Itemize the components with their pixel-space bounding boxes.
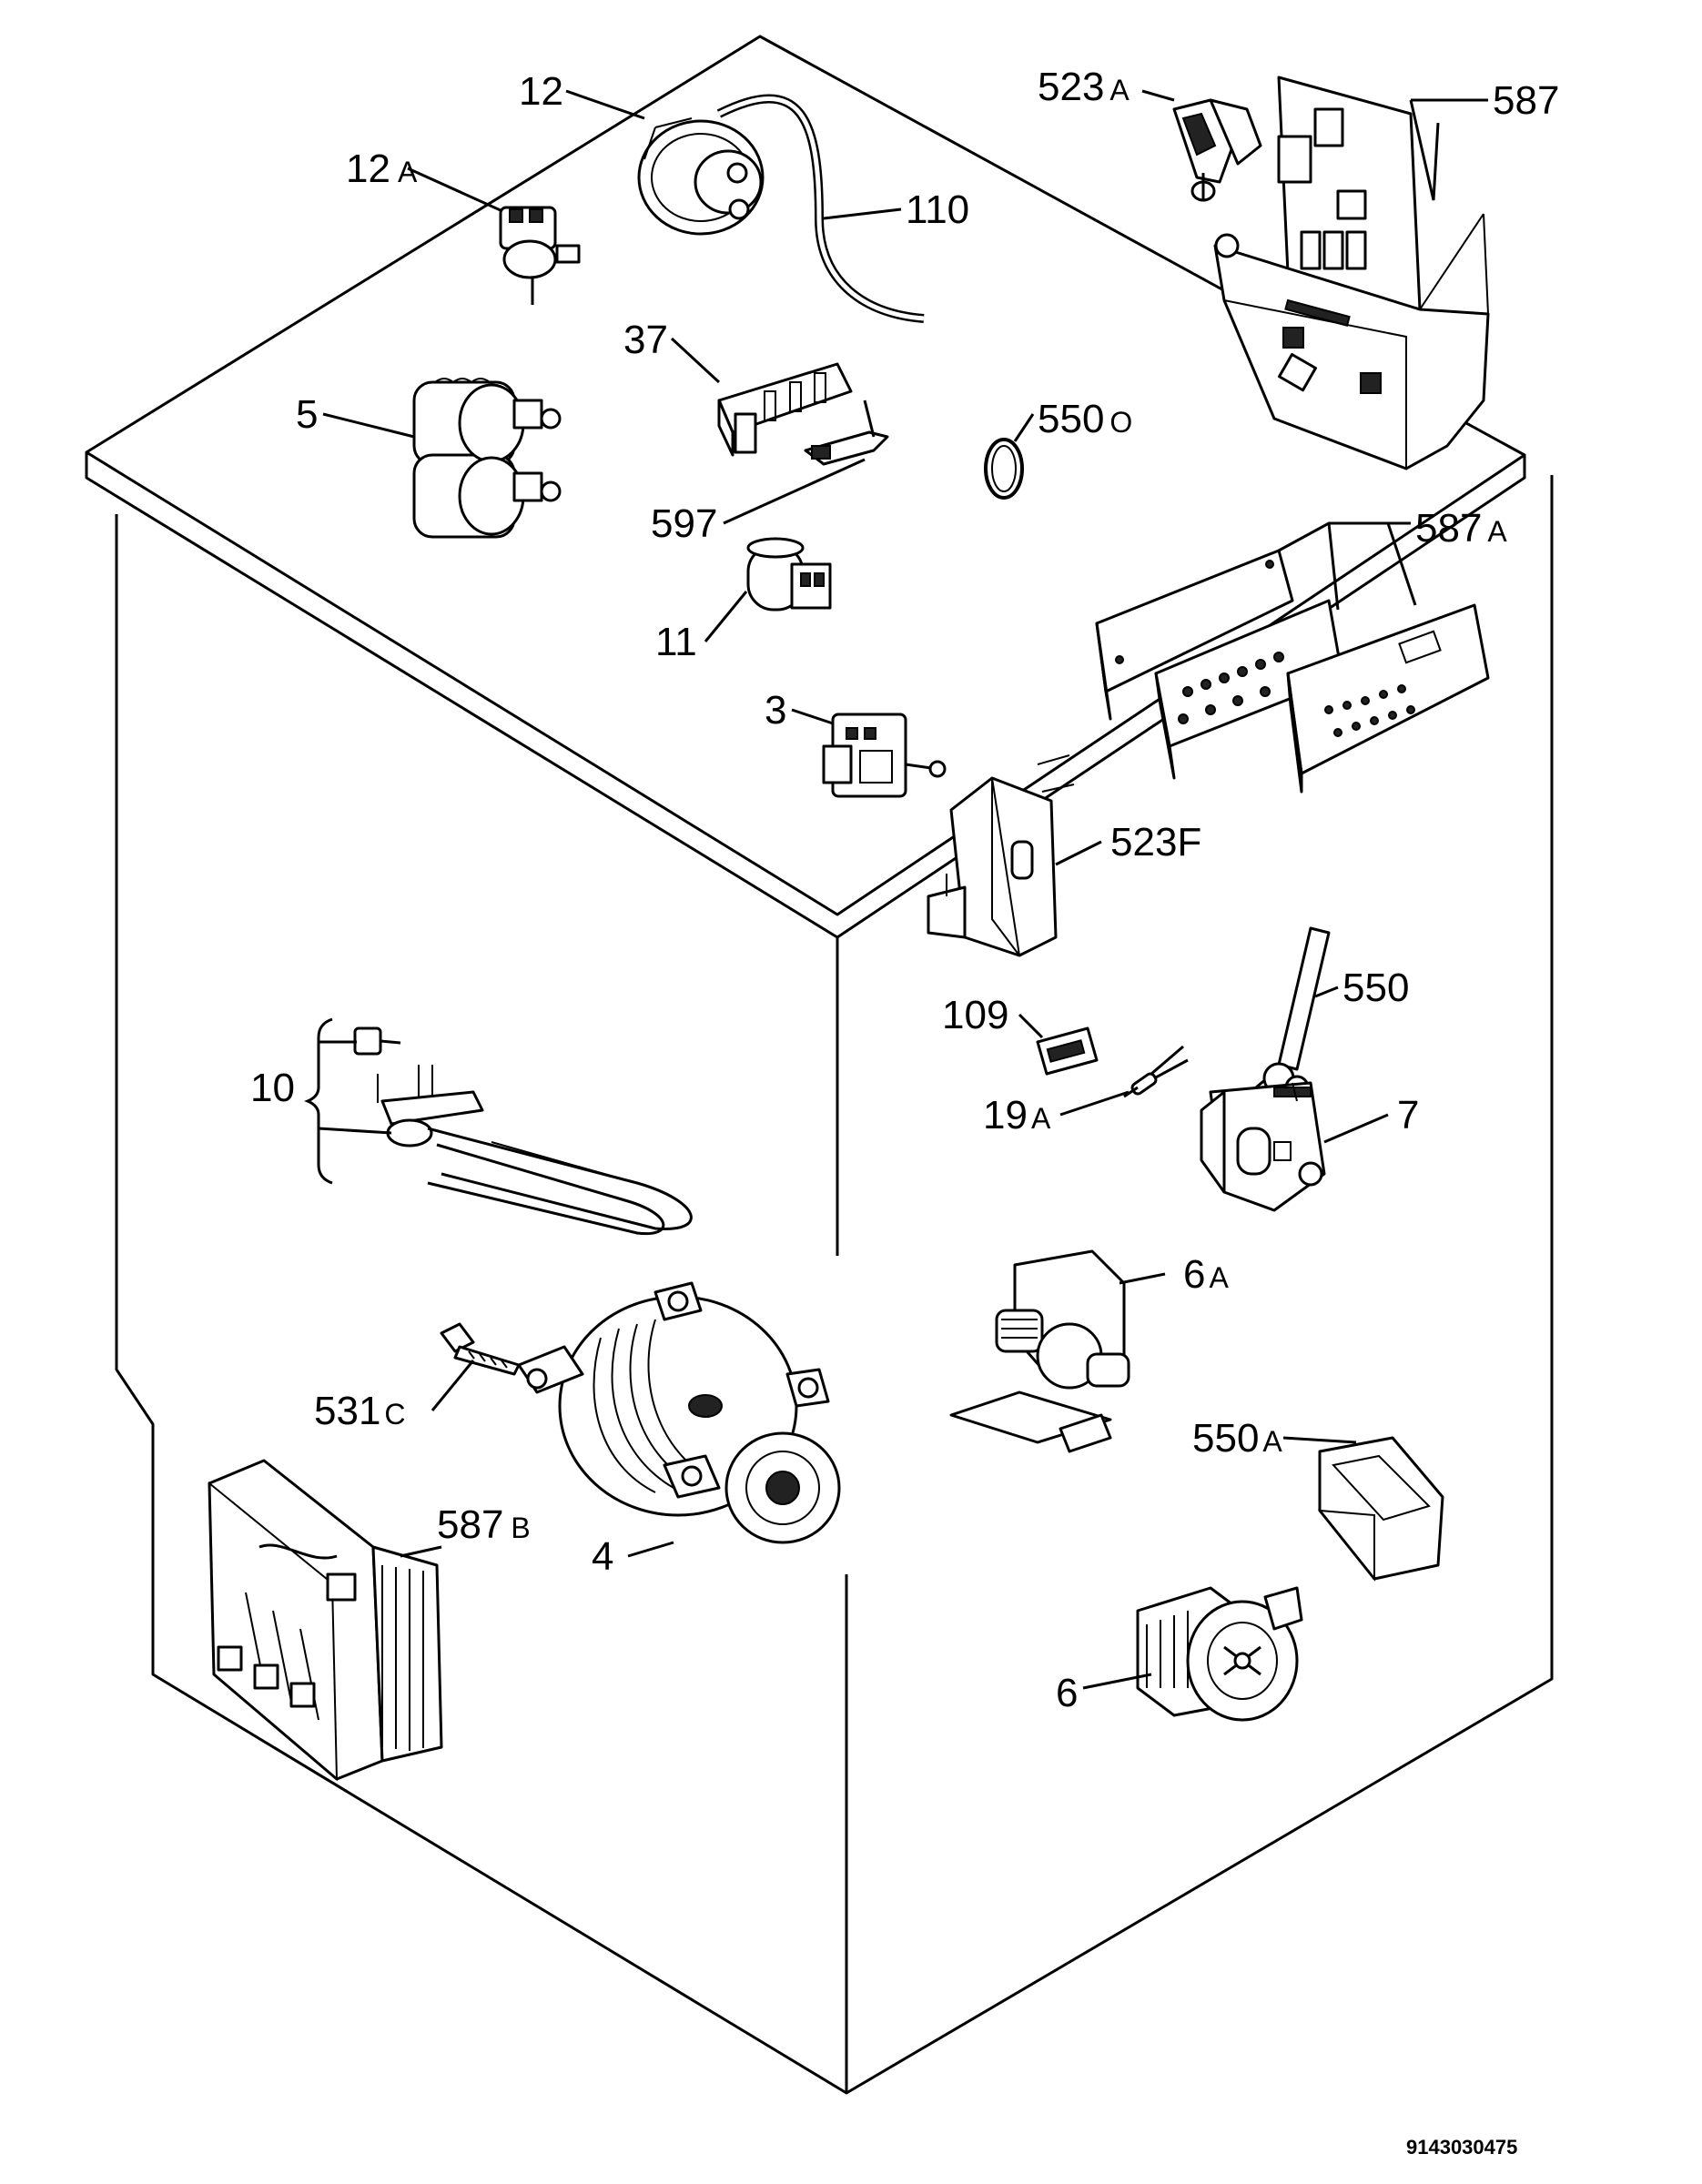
connector-part bbox=[717, 362, 853, 457]
label-37: 37 bbox=[623, 318, 668, 362]
lever-part bbox=[1255, 926, 1331, 1100]
label-5: 5 bbox=[296, 392, 318, 437]
selector-switch-part bbox=[822, 713, 947, 798]
label-7: 7 bbox=[1397, 1093, 1419, 1138]
clip-part bbox=[804, 399, 889, 466]
switch-actuator-part bbox=[1172, 98, 1262, 202]
main-control-board-part bbox=[1213, 76, 1490, 470]
label-523f: 523F bbox=[1110, 820, 1201, 864]
pressure-switch-part bbox=[637, 117, 765, 236]
diagram-code: 9143030475 bbox=[1406, 2136, 1517, 2159]
motor-part bbox=[517, 1281, 841, 1544]
box-cover-part bbox=[1317, 1436, 1444, 1582]
label-4: 4 bbox=[592, 1534, 613, 1579]
leader-lines bbox=[304, 89, 1488, 1690]
pump-motor-part bbox=[1136, 1586, 1303, 1722]
label-587: 587 bbox=[1493, 78, 1559, 123]
door-lock-part bbox=[927, 754, 1075, 957]
screw-part bbox=[440, 1322, 521, 1376]
display-boards-part bbox=[1095, 549, 1490, 794]
label-3: 3 bbox=[765, 688, 786, 733]
small-pressure-switch-part bbox=[499, 206, 581, 305]
label-110: 110 bbox=[906, 187, 969, 232]
power-module-part bbox=[208, 1459, 443, 1782]
label-12: 12 bbox=[519, 69, 563, 114]
capacitor-part bbox=[746, 537, 832, 612]
drain-pump-part bbox=[949, 1249, 1130, 1453]
small-cover-part bbox=[1036, 1026, 1099, 1076]
label-109: 109 bbox=[942, 993, 1008, 1037]
heating-element-part bbox=[353, 1026, 693, 1236]
label-6: 6 bbox=[1056, 1671, 1078, 1715]
label-10: 10 bbox=[250, 1066, 295, 1110]
cabinet-outline bbox=[85, 35, 1554, 2095]
label-550: 550 bbox=[1342, 966, 1409, 1010]
programmer-part bbox=[1200, 1081, 1326, 1212]
label-11: 11 bbox=[655, 620, 697, 664]
label-597: 597 bbox=[651, 501, 717, 546]
double-valve-part bbox=[412, 378, 562, 539]
ntc-sensor-part bbox=[1123, 1045, 1189, 1098]
